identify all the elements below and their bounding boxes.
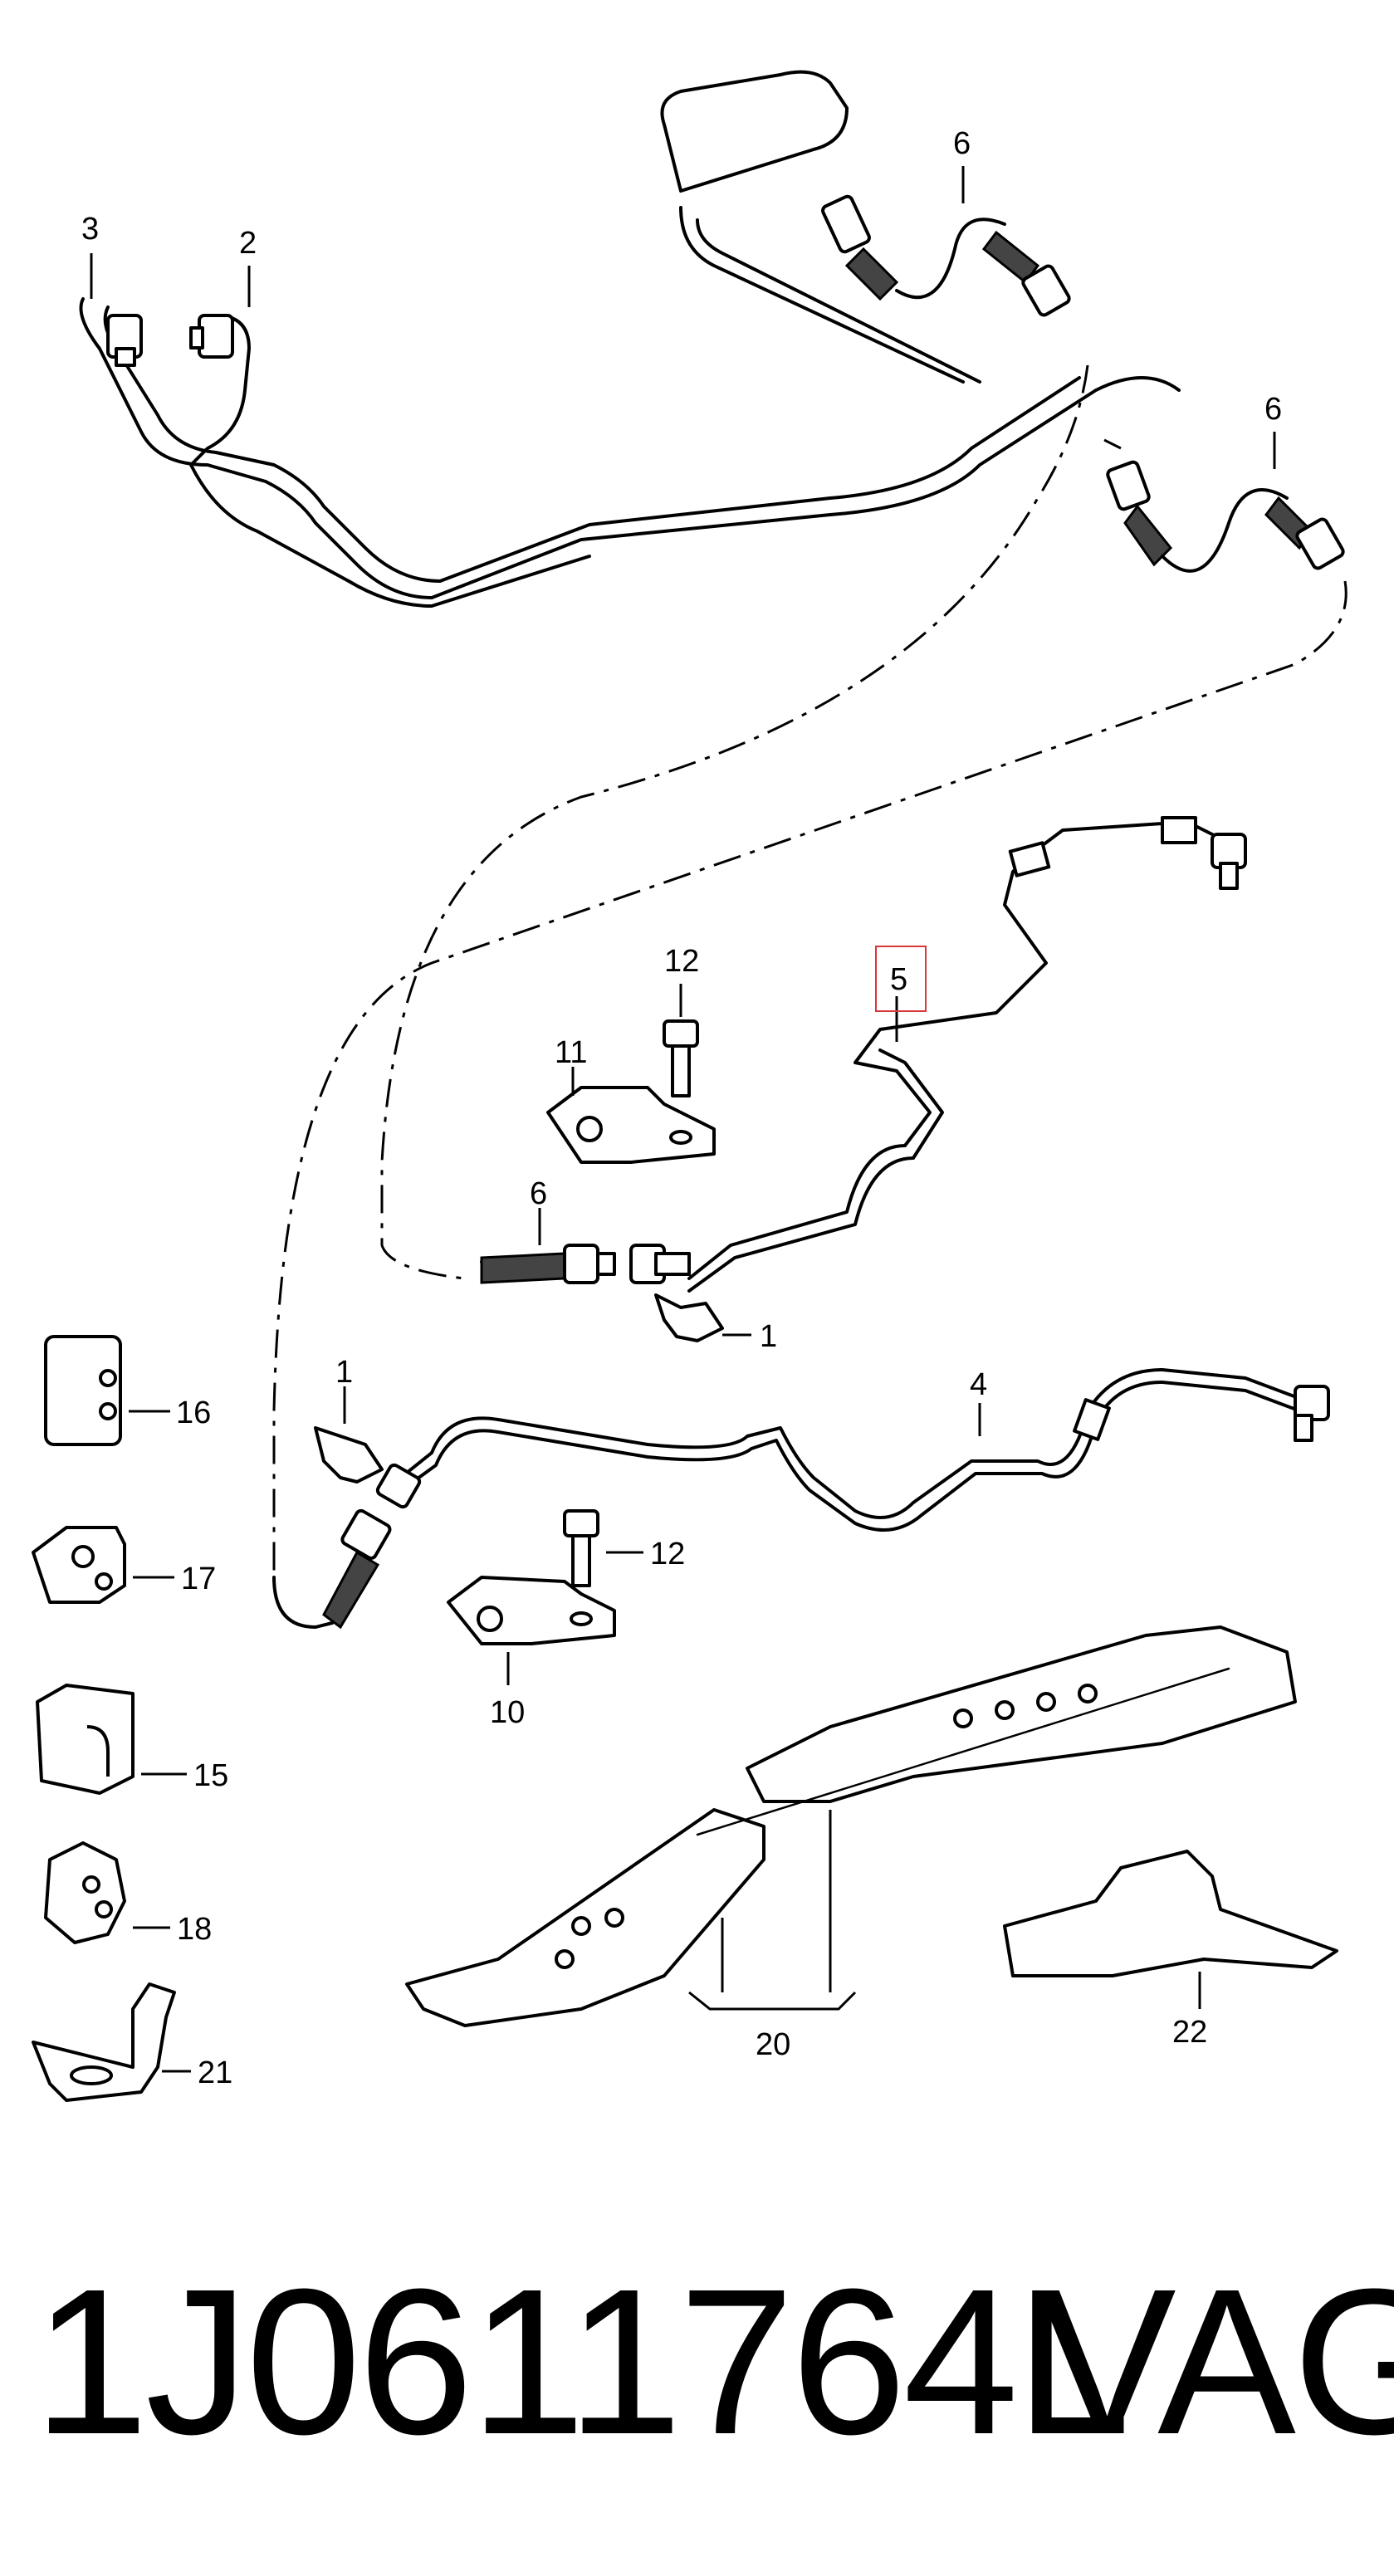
callout-5-highlight — [875, 946, 927, 1012]
callout-10: 10 — [490, 1695, 525, 1730]
callout-4: 4 — [970, 1367, 987, 1402]
callout-11: 11 — [555, 1035, 587, 1070]
upper-brake-line-bundle — [79, 70, 1181, 608]
leader-lines — [90, 166, 1276, 2073]
callout-22: 22 — [1172, 2015, 1207, 2050]
brake-hose-top-left — [821, 194, 1071, 317]
brake-hose-top-right — [1106, 460, 1345, 573]
part-number: 1J0611764L — [33, 2246, 1131, 2477]
brake-hose-middle — [480, 1244, 691, 1284]
bracket-part-10 — [447, 1576, 616, 1645]
clamp-part-16 — [44, 1335, 122, 1446]
bracket-part-22 — [1003, 1850, 1338, 1977]
brake-line-part-5 — [687, 816, 1247, 1293]
bolt-part-12-lower — [563, 1509, 599, 1587]
callout-5: 5 — [890, 962, 907, 997]
callout-1-lower: 1 — [335, 1355, 353, 1390]
guide-part-20 — [405, 1625, 1297, 2027]
brake-line-exploded-diagram: 3 2 6 6 12 11 5 6 1 1 4 12 10 16 17 15 1… — [32, 70, 1348, 2102]
dashed-connector-3 — [1103, 438, 1122, 450]
fitting-part-2 — [189, 314, 234, 359]
callout-6-top-right: 6 — [1264, 392, 1282, 427]
clamp-part-15 — [36, 1684, 135, 1795]
clip-part-1-lower — [314, 1426, 384, 1484]
brand-name: VAG — [1038, 2246, 1394, 2477]
callout-20: 20 — [756, 2027, 790, 2062]
callout-2: 2 — [239, 226, 257, 261]
brake-hose-lower — [272, 1463, 422, 1630]
callout-6-middle: 6 — [530, 1176, 547, 1211]
callout-12-lower: 12 — [650, 1537, 685, 1572]
brake-line-part-4 — [389, 1368, 1330, 1532]
fitting-part-3 — [106, 314, 143, 367]
bracket-part-21 — [32, 1982, 176, 2102]
clip-part-1-upper — [654, 1293, 724, 1342]
callout-18: 18 — [177, 1912, 212, 1947]
bolt-part-12-upper — [663, 1019, 699, 1097]
callout-labels: 3 2 6 6 12 11 5 6 1 1 4 12 10 16 17 15 1… — [81, 126, 1282, 2090]
callout-3: 3 — [81, 212, 99, 247]
bracket-part-11 — [546, 1086, 716, 1164]
callout-6-top-left: 6 — [953, 126, 971, 161]
dashed-connector-1 — [380, 364, 1089, 1280]
callout-21: 21 — [198, 2055, 232, 2090]
callout-12-upper: 12 — [664, 944, 699, 979]
dashed-connector-2 — [272, 580, 1348, 1577]
callout-1-upper: 1 — [760, 1319, 777, 1354]
clamp-part-18 — [44, 1841, 126, 1944]
clamp-part-17 — [32, 1526, 126, 1604]
callout-17: 17 — [181, 1562, 216, 1596]
callout-15: 15 — [193, 1758, 228, 1793]
callout-16: 16 — [176, 1396, 211, 1430]
